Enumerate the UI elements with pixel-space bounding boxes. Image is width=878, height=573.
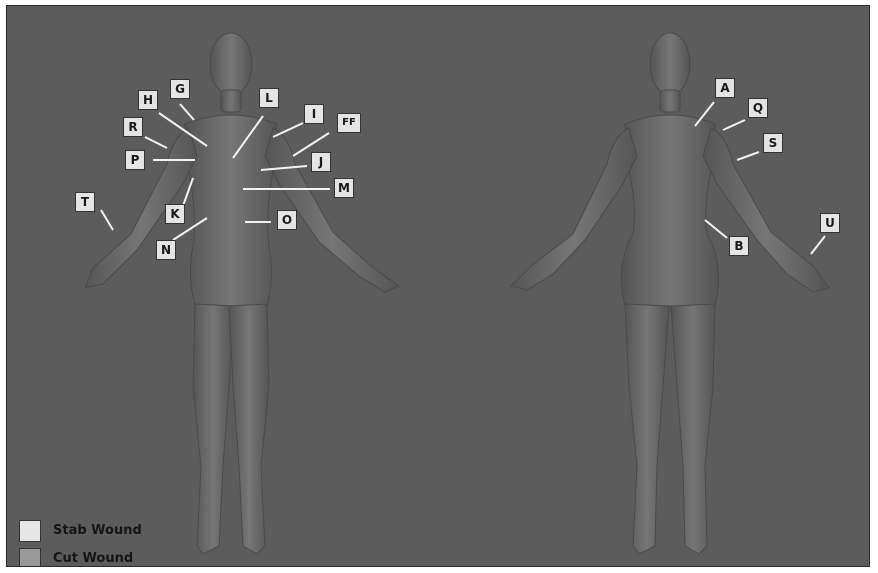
back-left-leg [625,304,669,554]
wound-diagram-panel: G H L I R FF P J M T K O N A Q S B U Sta… [6,5,870,567]
label-q: Q [748,98,768,118]
back-body-figure [511,33,829,554]
label-h: H [138,90,158,110]
legend-label-stab: Stab Wound [53,523,142,539]
label-l: L [259,88,279,108]
arrow-u [811,236,825,254]
label-g: G [170,79,190,99]
back-left-arm [511,128,637,290]
front-head [210,33,252,95]
back-torso [621,115,718,306]
front-body-figure [85,33,399,554]
label-j: J [311,152,331,172]
body-figures-svg [7,6,870,567]
front-torso [185,115,277,306]
front-neck [221,90,241,112]
legend-swatch-stab [19,520,41,542]
arrow-b [705,220,727,238]
front-left-leg [193,304,233,554]
arrow-k [183,178,193,206]
arrow-g [180,104,194,120]
front-right-leg [229,304,269,554]
arrow-q [723,120,745,130]
label-r: R [123,117,143,137]
label-p: P [125,150,145,170]
label-i: I [304,104,324,124]
arrow-r [145,137,167,148]
label-b: B [729,236,749,256]
arrow-s [737,152,759,160]
legend-label-cut: Cut Wound [53,551,133,567]
arrow-t [101,210,113,230]
label-o: O [277,210,297,230]
label-s: S [763,133,783,153]
label-a: A [715,78,735,98]
back-head [650,33,690,95]
label-ff: FF [337,113,361,133]
back-neck [660,90,680,112]
label-n: N [156,240,176,260]
arrow-i [273,123,303,137]
label-t: T [75,192,95,212]
label-u: U [820,213,840,233]
label-k: K [165,204,185,224]
label-m: M [334,178,354,198]
legend-swatch-cut [19,548,41,567]
back-right-leg [671,304,715,554]
